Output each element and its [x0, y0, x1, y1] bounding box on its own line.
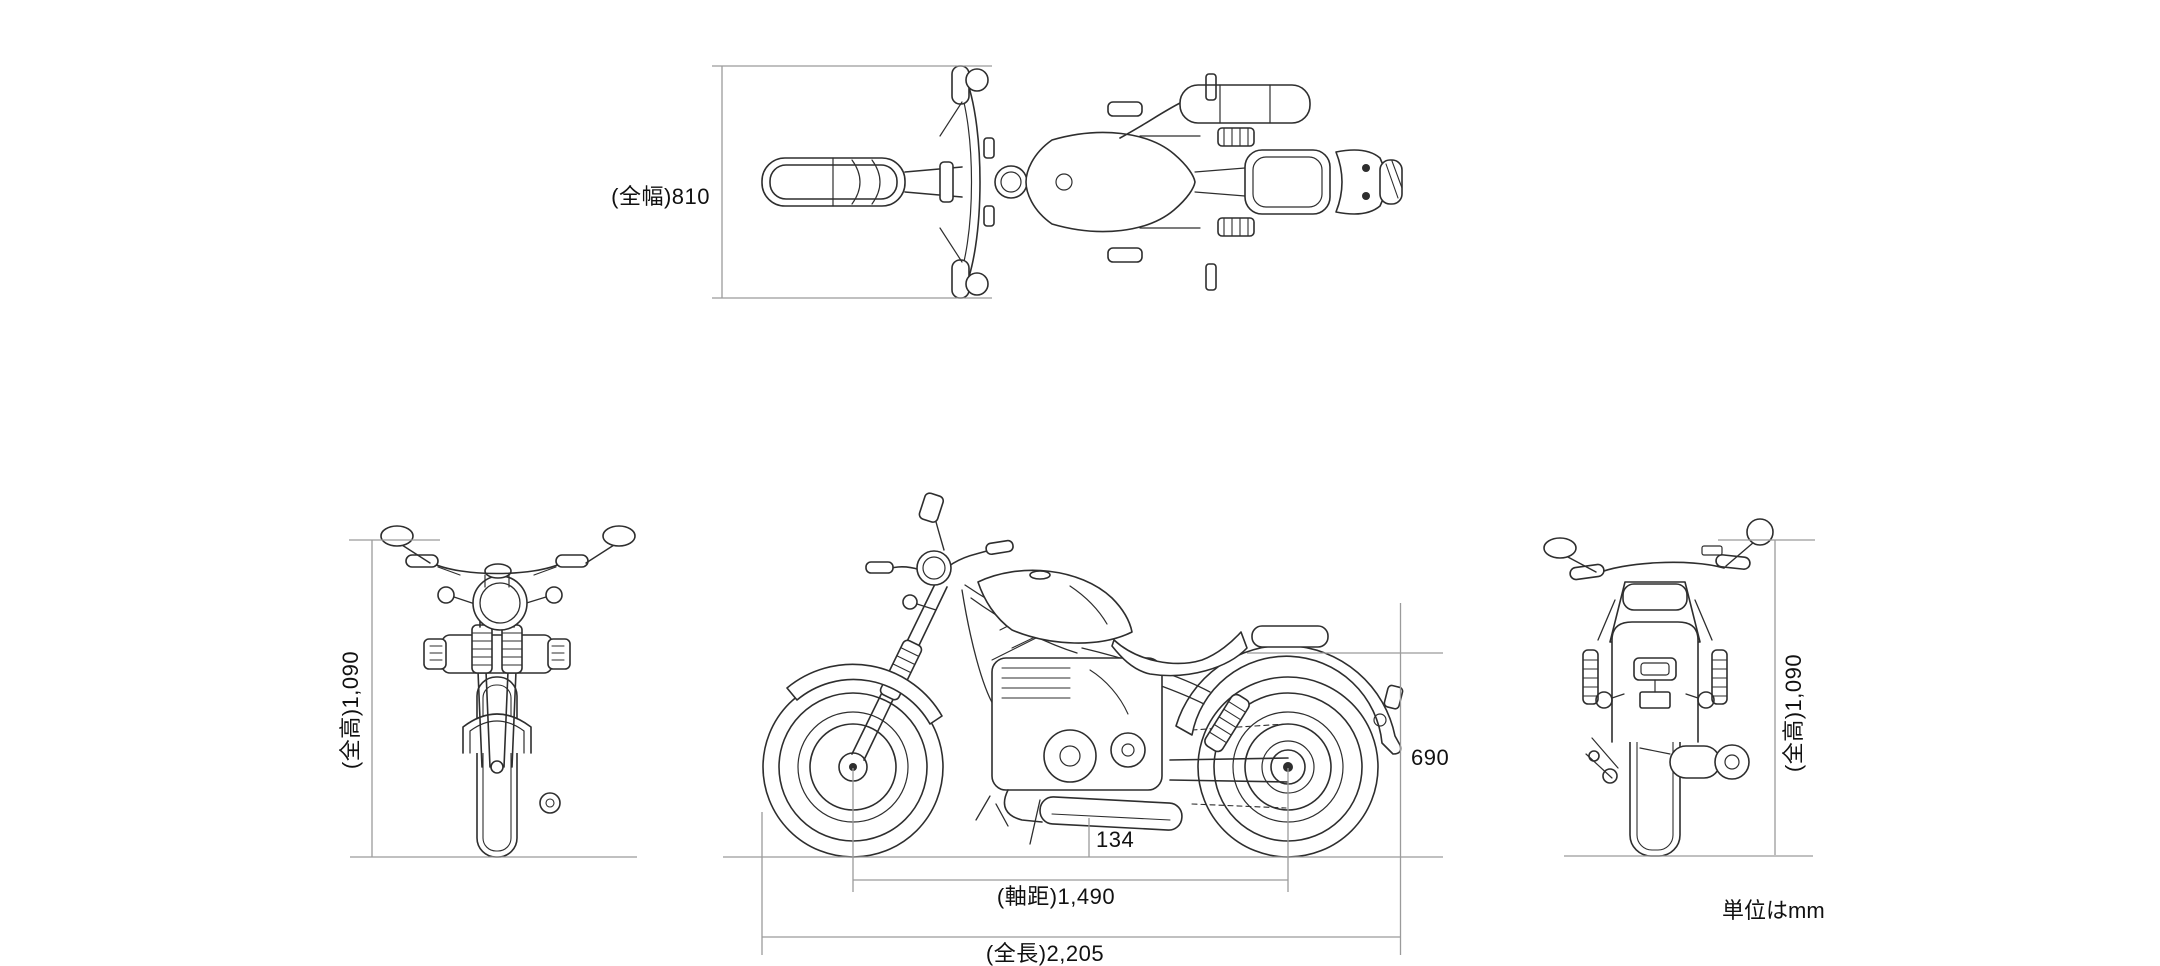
dim-line-overall-height-front [349, 539, 440, 857]
dim-line-overall-length [761, 812, 1400, 955]
overall-height-front-label: (全高)1,090 [338, 650, 363, 770]
overall-width-label: (全幅)810 [611, 184, 710, 209]
top-view-drawing [761, 65, 1403, 299]
dim-line-wheelbase [852, 768, 1289, 892]
dim-line-overall-width [712, 65, 992, 299]
ground-clearance-label: 134 [1096, 827, 1135, 852]
dim-line-overall-height-rear [1718, 539, 1815, 855]
overall-height-rear-label: (全高)1,090 [1781, 653, 1806, 773]
seat-height-label: 690 [1411, 745, 1450, 770]
dim-line-seat-height [1247, 603, 1443, 955]
side-view-drawing [762, 492, 1404, 858]
front-view-drawing [380, 525, 636, 858]
rear-view-drawing [1543, 518, 1774, 857]
unit-note: 単位はmm [1722, 898, 1825, 923]
wheelbase-label: (軸距)1,490 [996, 884, 1116, 909]
overall-length-label: (全長)2,205 [985, 941, 1105, 966]
